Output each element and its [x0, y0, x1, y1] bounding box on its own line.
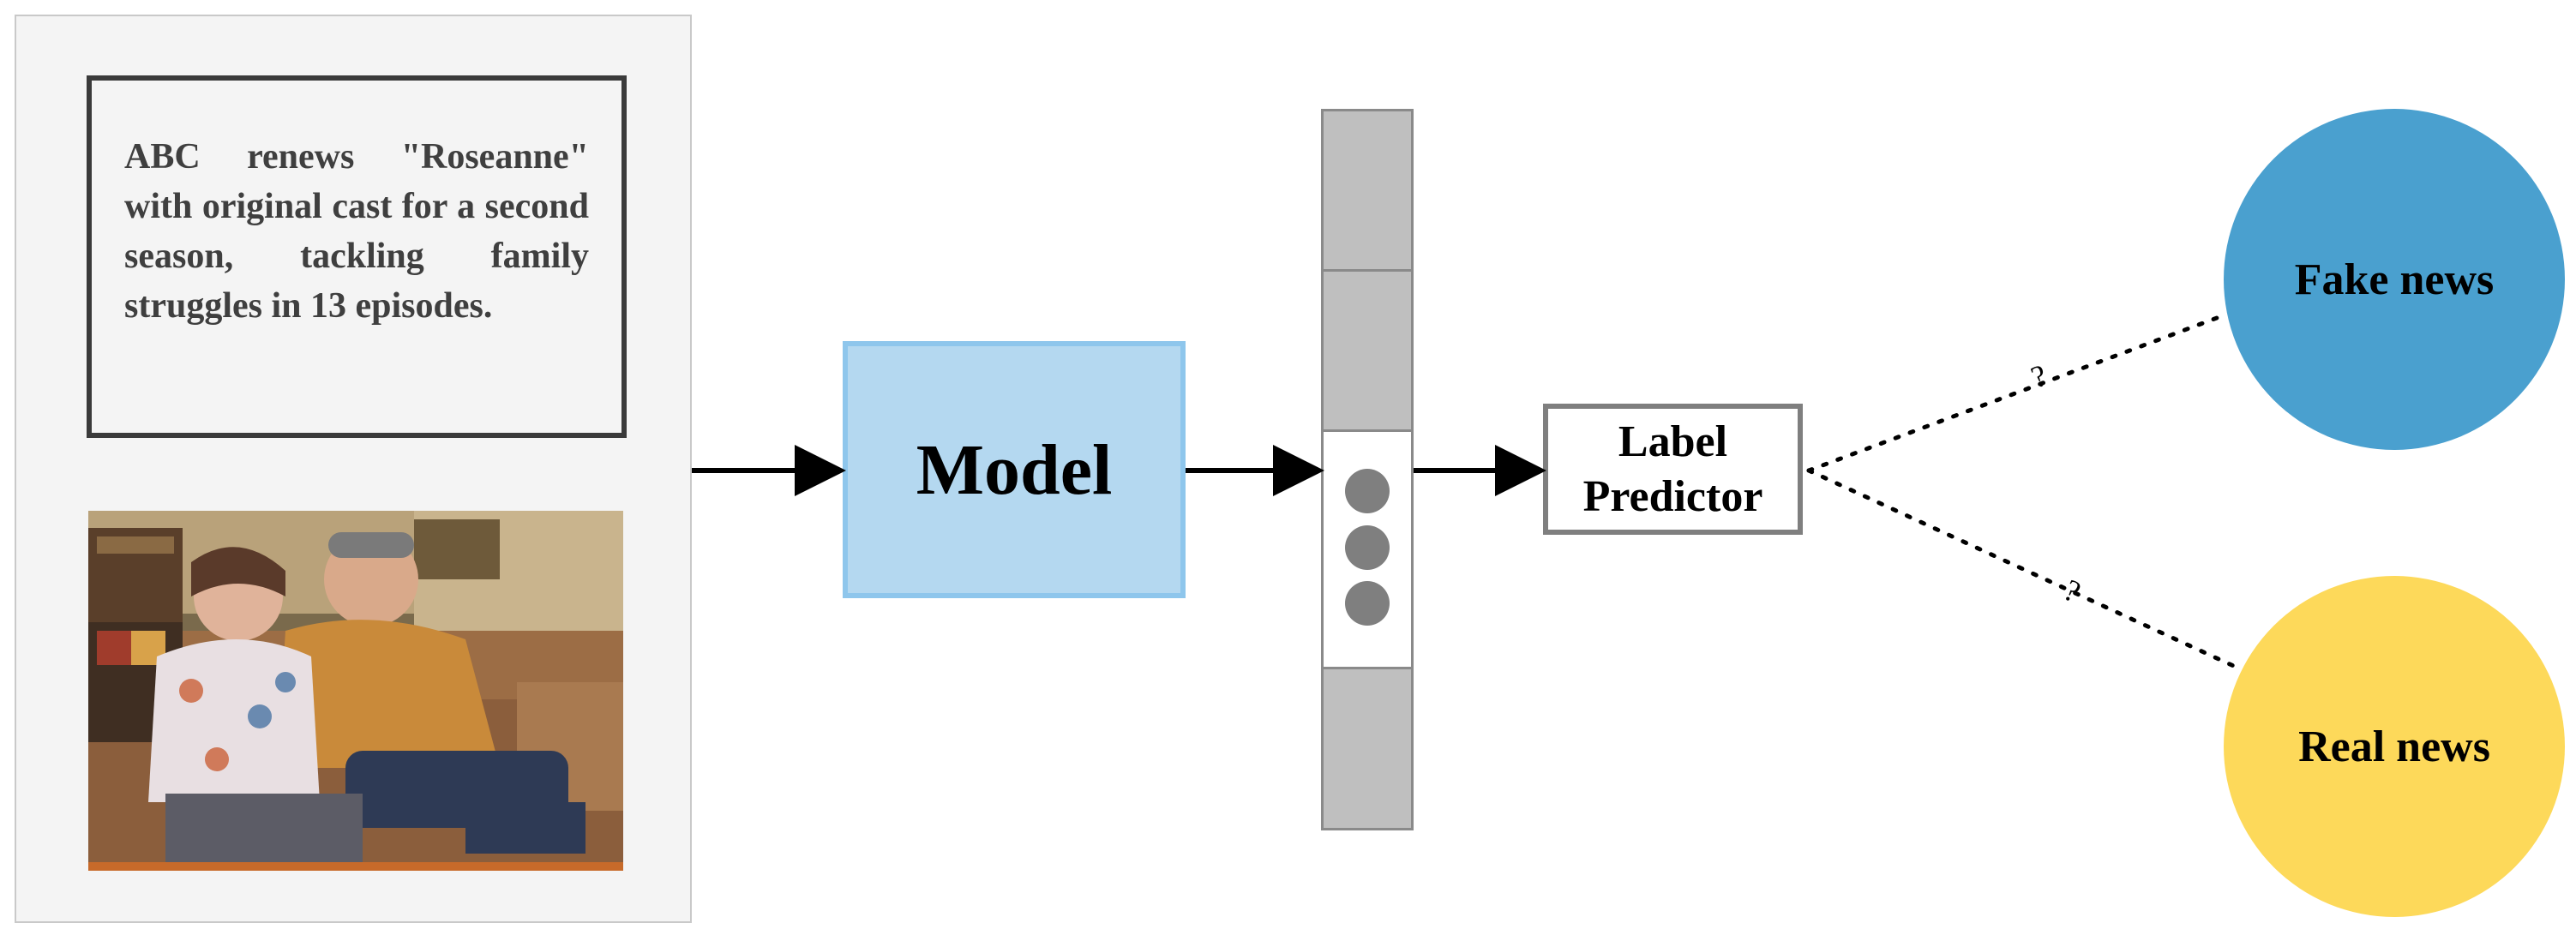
model-box: Model: [843, 341, 1186, 598]
label-predictor-line1: Label: [1618, 417, 1728, 466]
fake-news-node: Fake news: [2224, 109, 2565, 450]
real-news-label: Real news: [2298, 722, 2490, 771]
news-photo-illustration: [88, 511, 623, 871]
feature-vector-cell: [1321, 109, 1414, 272]
edge-predictor-to-real: [1806, 468, 2242, 671]
feature-vector-cell: [1321, 667, 1414, 830]
feature-dot: [1345, 525, 1390, 570]
feature-dot: [1345, 469, 1390, 513]
edge-predictor-to-fake: [1806, 313, 2226, 473]
fake-news-label: Fake news: [2294, 255, 2495, 304]
feature-dot: [1345, 581, 1390, 626]
news-photo: [88, 511, 623, 871]
headline-text: ABC renews "Roseanne" with original cast…: [124, 137, 589, 326]
label-predictor-box: Label Predictor: [1543, 404, 1803, 535]
feature-vector-cell: [1321, 269, 1414, 432]
model-label: Model: [916, 429, 1113, 510]
edge-mark-real: ?: [2059, 572, 2086, 609]
real-news-node: Real news: [2224, 576, 2565, 917]
label-predictor-line2: Predictor: [1582, 471, 1763, 521]
headline-box: ABC renews "Roseanne" with original cast…: [87, 75, 627, 438]
